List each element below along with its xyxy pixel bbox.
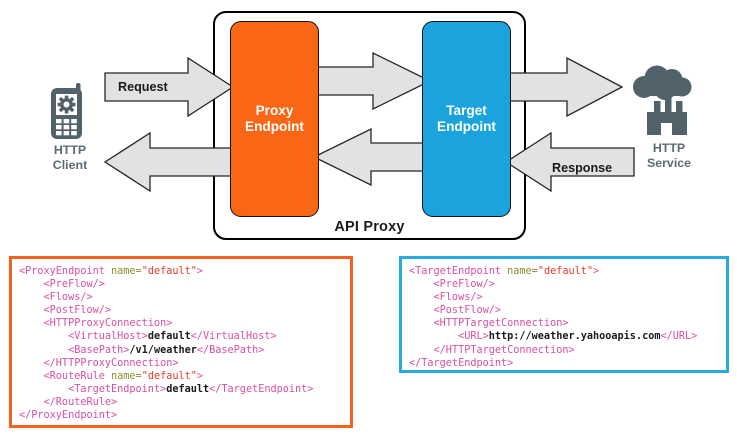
code-line: <PostFlow/> — [19, 304, 342, 317]
code-line: <Flows/> — [409, 291, 718, 304]
code-line: </HTTPTargetConnection> — [409, 344, 718, 357]
code-token-tag: <TargetEndpoint — [409, 266, 508, 277]
request-arrow-target-to-service — [505, 57, 623, 117]
api-proxy-label: API Proxy — [334, 219, 405, 235]
code-token-tag: <VirtualHost> — [19, 331, 148, 343]
code-token-tag: <Flows/> — [19, 292, 93, 304]
code-line: <PreFlow/> — [19, 278, 342, 291]
code-token-tag: </RouteRule> — [19, 396, 118, 408]
code-token-text: default — [166, 383, 210, 395]
code-line: <PostFlow/> — [409, 304, 718, 317]
proxy-endpoint-label-line1: Proxy — [255, 103, 294, 118]
request-arrow-label: Request — [118, 80, 168, 94]
proxy-endpoint-label-line2: Endpoint — [245, 119, 304, 134]
code-line: <BasePath>/v1/weather</BasePath> — [19, 344, 342, 357]
request-arrow-client-to-proxy — [104, 57, 234, 117]
code-token-attr: name= — [111, 266, 142, 277]
http-client-label-line1: HTTP — [53, 143, 87, 157]
code-line: <TargetEndpoint name="default"> — [409, 265, 718, 278]
code-line: <HTTPTargetConnection> — [409, 317, 718, 330]
target-endpoint-label-line1: Target — [446, 103, 487, 118]
code-line: <TargetEndpoint>default</TargetEndpoint> — [19, 383, 342, 396]
target-endpoint-box[interactable]: Target Endpoint — [422, 21, 511, 217]
code-token-tag: </TargetEndpoint> — [409, 357, 514, 369]
code-token-tag: <RouteRule — [19, 370, 112, 382]
code-token-text: default — [147, 331, 191, 343]
code-token-attr: name= — [507, 266, 538, 277]
code-line: <ProxyEndpoint name="default"> — [19, 265, 342, 278]
response-arrow-target-to-proxy — [313, 128, 431, 186]
code-line: <URL>http://weather.yahooapis.com</URL> — [409, 330, 718, 343]
mobile-phone-gear-icon — [47, 83, 91, 146]
code-token-tag: <Flows/> — [409, 292, 483, 304]
code-line: </HTTPProxyConnection> — [19, 357, 342, 370]
code-token-tag: </VirtualHost> — [190, 331, 277, 343]
code-token-tag: </ProxyEndpoint> — [19, 410, 118, 422]
code-line: </RouteRule> — [19, 396, 342, 409]
code-token-tag: </TargetEndpoint> — [209, 383, 314, 395]
code-line: <Flows/> — [19, 291, 342, 304]
code-token-tag: > — [593, 266, 600, 277]
code-token-tag: </HTTPTargetConnection> — [409, 344, 575, 356]
code-token-attr: name= — [111, 370, 142, 382]
cloud-factory-icon — [625, 65, 705, 145]
code-token-text: http://weather.yahooapis.com — [488, 331, 661, 343]
code-line: </TargetEndpoint> — [409, 357, 718, 370]
proxy-endpoint-xml-block: <ProxyEndpoint name="default"> <PreFlow/… — [9, 256, 353, 428]
http-client-label-line2: Client — [52, 157, 88, 172]
code-token-tag: <HTTPTargetConnection> — [409, 318, 569, 330]
code-token-tag: <PreFlow/> — [409, 279, 495, 291]
response-arrow-proxy-to-client — [104, 132, 234, 192]
target-endpoint-xml-block: <TargetEndpoint name="default"> <PreFlow… — [399, 256, 729, 373]
code-token-tag: <HTTPProxyConnection> — [19, 318, 173, 330]
code-token-val: "default" — [141, 266, 197, 277]
code-token-val: "default" — [537, 266, 594, 277]
code-token-tag: <ProxyEndpoint — [19, 266, 112, 277]
code-token-tag: <URL> — [409, 331, 489, 343]
code-line: <PreFlow/> — [409, 278, 718, 291]
code-token-tag: <PreFlow/> — [19, 279, 105, 291]
code-token-tag: > — [196, 266, 204, 277]
http-service-label-line1: HTTP — [652, 141, 686, 155]
code-token-tag: <PostFlow/> — [19, 305, 112, 317]
code-token-tag: </URL> — [660, 331, 698, 343]
response-arrow-label: Response — [552, 161, 613, 175]
code-token-val: "default" — [141, 370, 197, 382]
http-service-label-line2: Service — [646, 155, 692, 170]
code-token-tag: <PostFlow/> — [409, 305, 502, 317]
code-line: <VirtualHost>default</VirtualHost> — [19, 330, 342, 343]
http-service-label: HTTP Service — [630, 141, 708, 170]
request-arrow-proxy-to-target — [313, 52, 431, 110]
http-client-label: HTTP Client — [30, 143, 110, 172]
target-endpoint-label-line2: Endpoint — [437, 119, 496, 134]
response-arrow-service-to-target — [505, 132, 635, 192]
code-token-tag: </BasePath> — [196, 344, 265, 356]
proxy-endpoint-box[interactable]: Proxy Endpoint — [230, 21, 319, 217]
code-token-tag: > — [196, 370, 204, 382]
code-token-tag: <TargetEndpoint> — [19, 383, 167, 395]
code-token-text: /v1/weather — [129, 344, 197, 356]
code-line: </ProxyEndpoint> — [19, 409, 342, 422]
code-line: <HTTPProxyConnection> — [19, 317, 342, 330]
code-line: <RouteRule name="default"> — [19, 370, 342, 383]
code-token-tag: </HTTPProxyConnection> — [19, 357, 179, 369]
code-token-tag: <BasePath> — [19, 344, 130, 356]
